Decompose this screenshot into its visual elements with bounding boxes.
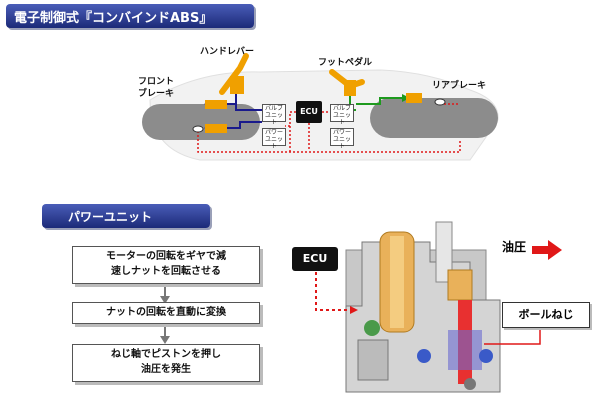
front-sensor (192, 125, 204, 133)
rear-valve-unit: バルブユニット (330, 104, 354, 126)
rear-caliper (406, 93, 422, 103)
oil-arrow-head (548, 240, 562, 260)
signal-lines (197, 103, 461, 153)
front-line-valve (235, 104, 262, 111)
foot-pedal-label: フットペダル (318, 58, 373, 68)
power-unit-illustration (345, 221, 501, 393)
rear-brake-label: リアブレーキ (432, 81, 487, 91)
step-1-box: モーターの回転をギヤで減 速しナットを回転させる (72, 246, 260, 284)
step-3-box: ねじ軸でピストンを押し 油圧を発生 (72, 344, 260, 382)
front-caliper-lower (205, 124, 227, 133)
ball-screw-pointer (484, 326, 541, 345)
hand-lever-shape (219, 53, 249, 95)
front-brake-label: フロント ブレーキ (138, 77, 175, 99)
ecu-box-large: ECU (292, 247, 338, 271)
foot-pedal-master (344, 80, 356, 96)
oil-arrow-body (532, 246, 550, 254)
ecu-block: ECU (296, 101, 322, 123)
step-arrow-1 (160, 296, 170, 304)
rear-line-b (356, 97, 404, 105)
front-caliper-upper (205, 100, 227, 109)
ecu-signal-arrow (350, 306, 358, 314)
page-title: 電子制御式『コンバインドABS』 (14, 11, 213, 26)
rear-sensor (434, 98, 446, 106)
front-power-unit: パワーユニット (262, 128, 286, 150)
oil-pressure-label: 油圧 (502, 240, 527, 254)
ecu-signal-line (315, 272, 352, 311)
ball-screw-label: ボールねじ (502, 302, 590, 328)
title-banner: 電子制御式『コンバインドABS』 (6, 4, 254, 28)
step-2-box: ナットの回転を直動に変換 (72, 302, 260, 324)
hand-lever-master (230, 76, 244, 94)
hand-lever-label: ハンドレバー (200, 47, 255, 57)
power-unit-banner: パワーユニット (42, 204, 210, 228)
rear-wheel (370, 98, 498, 138)
step-arrow-2 (160, 336, 170, 344)
rear-power-unit: パワーユニット (330, 128, 354, 150)
front-wheel (142, 104, 260, 140)
power-unit-heading: パワーユニット (68, 210, 153, 224)
front-valve-unit: バルブユニット (262, 104, 286, 126)
